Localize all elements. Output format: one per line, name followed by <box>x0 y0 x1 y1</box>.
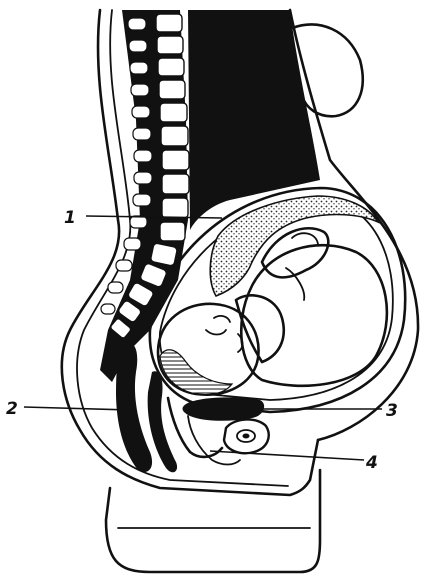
label-1: 1 <box>64 208 76 228</box>
bladder <box>183 397 265 420</box>
pubic-symphysis <box>224 419 269 453</box>
label-2: 2 <box>6 399 18 419</box>
rectum <box>116 344 152 472</box>
fetus <box>158 228 387 394</box>
label-4: 4 <box>365 453 378 473</box>
spine <box>100 10 189 382</box>
label-3: 3 <box>386 401 398 421</box>
